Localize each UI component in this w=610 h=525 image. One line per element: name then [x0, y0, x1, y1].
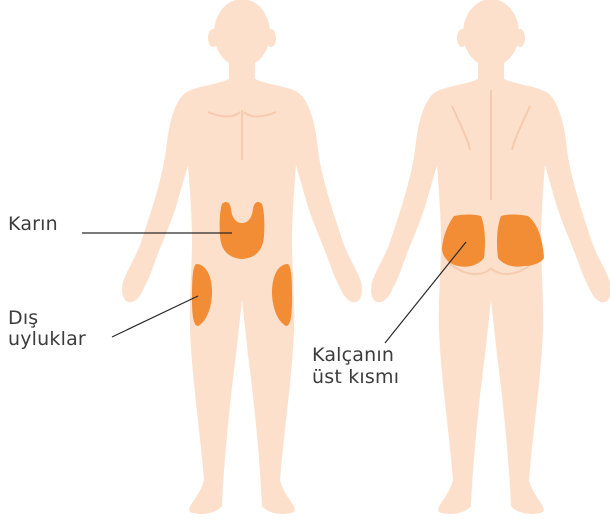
upper-buttocks-label-line1: Kalçanın: [312, 345, 394, 366]
outer-thighs-label-line2: uyluklar: [8, 329, 86, 350]
abdomen-label: Karın: [8, 214, 58, 235]
back-head: [463, 0, 519, 67]
back-body-figure: [371, 0, 610, 514]
front-head: [214, 0, 270, 67]
outer-thighs-label-line1: Dış: [8, 308, 38, 329]
upper-buttocks-label-line2: üst kısmı: [312, 367, 399, 388]
outer-thigh-leader-line: [112, 296, 198, 337]
